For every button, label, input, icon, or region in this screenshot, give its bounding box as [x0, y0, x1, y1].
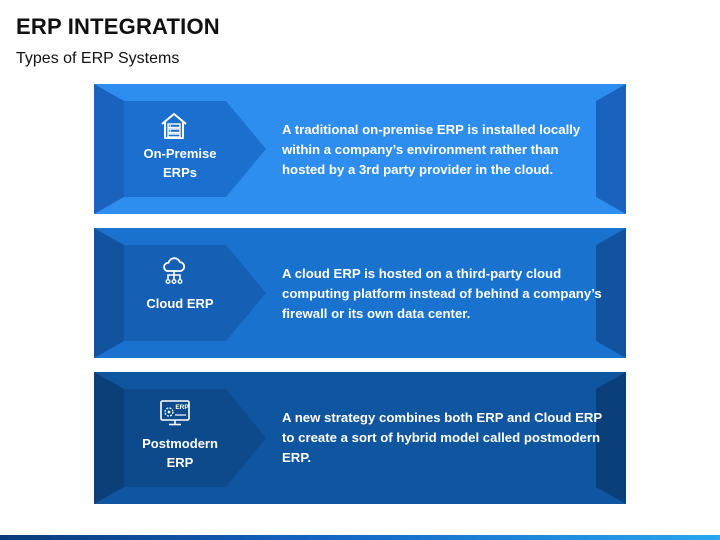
page-title: ERP INTEGRATION — [16, 14, 220, 39]
erp-type-row-cloud: Cloud ERP A cloud ERP is hosted on a thi… — [94, 228, 626, 358]
erp-icon-text: ERP — [175, 404, 189, 411]
erp-monitor-icon: ERP — [158, 396, 194, 430]
row-left-fold — [94, 228, 124, 358]
row-label-arrow — [124, 101, 266, 197]
row-right-fold — [596, 84, 626, 214]
row-description: A cloud ERP is hosted on a third-party c… — [282, 266, 602, 321]
row-label-arrow — [124, 389, 266, 487]
row-shape — [94, 84, 626, 214]
row-shape — [94, 372, 626, 504]
row-left-fold — [94, 84, 124, 214]
page-subtitle: Types of ERP Systems — [16, 50, 180, 67]
row-label-arrow — [124, 245, 266, 341]
server-house-icon — [158, 110, 194, 144]
row-label: On-Premise ERPs — [143, 146, 217, 180]
erp-type-row-on-premise: On-Premise ERPs A traditional on-premise… — [94, 84, 626, 214]
row-right-fold — [596, 372, 626, 504]
erp-type-row-postmodern: ERP Postmodern ERP A new strategy combin… — [94, 372, 626, 504]
row-shape — [94, 228, 626, 358]
row-label: Postmodern ERP — [142, 436, 218, 470]
row-description: A new strategy combines both ERP and Clo… — [282, 410, 602, 465]
row-label: Cloud ERP — [146, 296, 214, 311]
row-right-fold — [596, 228, 626, 358]
cloud-network-icon — [158, 254, 194, 288]
bottom-accent-bar — [0, 535, 720, 540]
row-left-fold — [94, 372, 124, 504]
row-description: A traditional on-premise ERP is installe… — [282, 122, 581, 177]
